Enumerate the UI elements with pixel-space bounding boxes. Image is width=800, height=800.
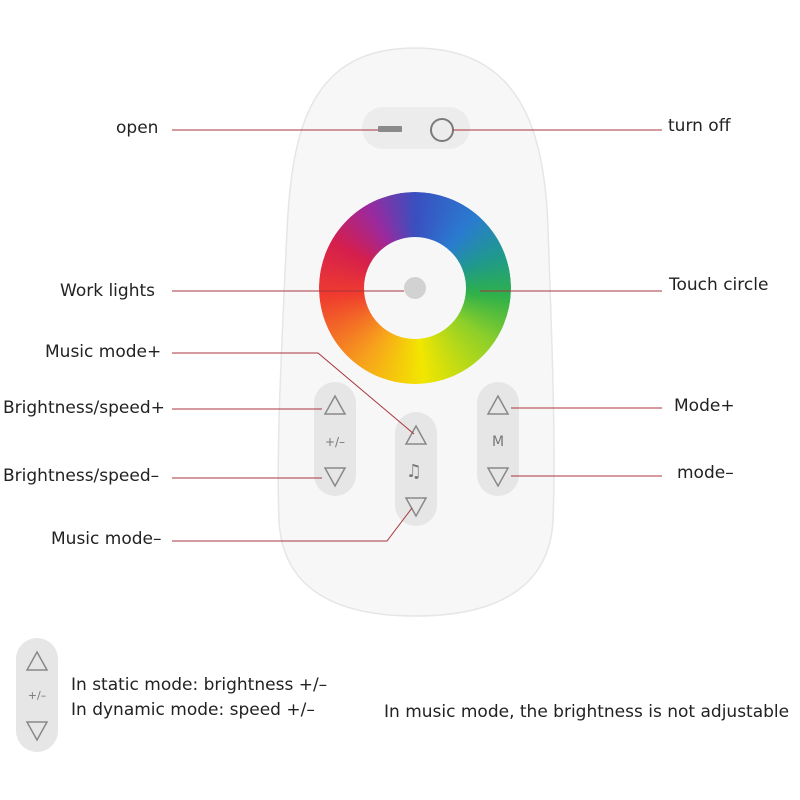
label-brightness-speed-minus: Brightness/speed–: [3, 466, 160, 486]
legend-button-text: +/–: [28, 689, 46, 702]
power-button-bar[interactable]: [362, 107, 470, 149]
note-dynamic-mode: In dynamic mode: speed +/–: [71, 700, 315, 720]
music-note-icon: ♫: [406, 461, 422, 482]
leader-lines: [172, 129, 662, 542]
open-icon[interactable]: [378, 126, 402, 132]
note-music-brightness: In music mode, the brightness is not adj…: [384, 702, 790, 722]
mode-down-icon[interactable]: [486, 467, 510, 488]
label-open: open: [116, 118, 159, 138]
brightness-button-text: +/–: [325, 435, 345, 449]
brightness-up-icon[interactable]: [323, 394, 347, 415]
label-brightness-speed-plus: Brightness/speed+: [3, 398, 165, 418]
music-down-icon[interactable]: [404, 497, 428, 518]
work-lights-button[interactable]: [404, 277, 426, 299]
label-mode-plus: Mode+: [674, 396, 735, 416]
line-music-plus: [172, 352, 415, 435]
label-music-mode-minus: Music mode–: [51, 529, 162, 549]
line-music-minus: [172, 507, 413, 542]
mode-up-icon[interactable]: [486, 394, 510, 415]
note-static-mode: In static mode: brightness +/–: [71, 675, 328, 695]
label-mode-minus: mode–: [677, 463, 734, 483]
legend-down-icon: [25, 721, 49, 742]
label-work-lights: Work lights: [60, 281, 155, 301]
legend-button-pill: [16, 638, 58, 752]
mode-button-text: M: [492, 434, 504, 450]
label-music-mode-plus: Music mode+: [45, 342, 162, 362]
label-turn-off: turn off: [668, 116, 731, 136]
brightness-down-icon[interactable]: [323, 467, 347, 488]
label-touch-circle: Touch circle: [669, 275, 769, 295]
music-up-icon[interactable]: [404, 424, 428, 445]
legend-up-icon: [25, 650, 49, 671]
